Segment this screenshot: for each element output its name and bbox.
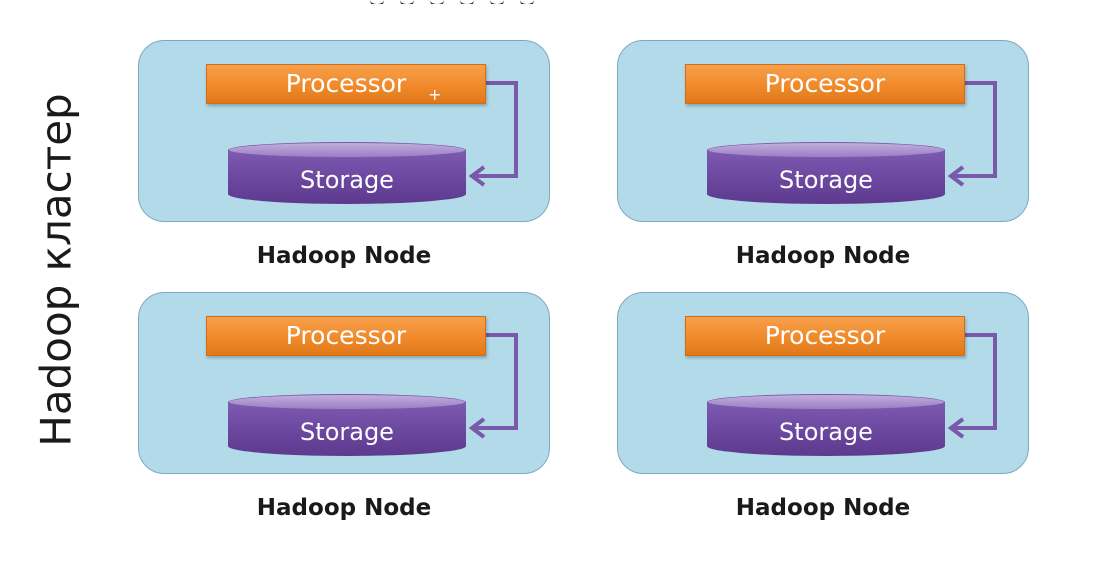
- processor-block: Processor: [206, 64, 486, 104]
- storage-cylinder: Storage: [228, 142, 466, 204]
- storage-cylinder: Storage: [707, 394, 945, 456]
- cropped-title-fragment: [370, 0, 590, 4]
- hadoop-node-2: Processor Storage Hadoop Node: [617, 40, 1029, 269]
- connector-arrow-icon: [468, 333, 518, 439]
- storage-body: [707, 402, 945, 456]
- storage-label: Storage: [300, 418, 394, 446]
- storage-label: Storage: [300, 166, 394, 194]
- connector-arrow-icon: [468, 81, 518, 187]
- storage-body: [707, 150, 945, 204]
- processor-block: Processor: [685, 64, 965, 104]
- storage-body: [228, 150, 466, 204]
- processor-block: Processor: [206, 316, 486, 356]
- node-caption: Hadoop Node: [256, 243, 432, 269]
- node-caption: Hadoop Node: [256, 495, 432, 521]
- storage-cylinder: Storage: [228, 394, 466, 456]
- cluster-label: Hadoop кластер: [31, 93, 81, 447]
- connector-arrow-icon: [947, 333, 997, 439]
- hadoop-node-3: Processor Storage Hadoop Node: [138, 292, 550, 521]
- connector-arrow-icon: [947, 81, 997, 187]
- storage-label: Storage: [779, 166, 873, 194]
- storage-label: Storage: [779, 418, 873, 446]
- storage-top: [228, 394, 466, 410]
- node-caption: Hadoop Node: [735, 495, 911, 521]
- processor-block: Processor: [685, 316, 965, 356]
- storage-top: [707, 394, 945, 410]
- hadoop-node-1: Processor + Storage Hadoop Node: [138, 40, 550, 269]
- crosshair-cursor-icon: +: [428, 85, 442, 104]
- hadoop-node-4: Processor Storage Hadoop Node: [617, 292, 1029, 521]
- storage-body: [228, 402, 466, 456]
- storage-top: [707, 142, 945, 158]
- storage-cylinder: Storage: [707, 142, 945, 204]
- node-caption: Hadoop Node: [735, 243, 911, 269]
- storage-top: [228, 142, 466, 158]
